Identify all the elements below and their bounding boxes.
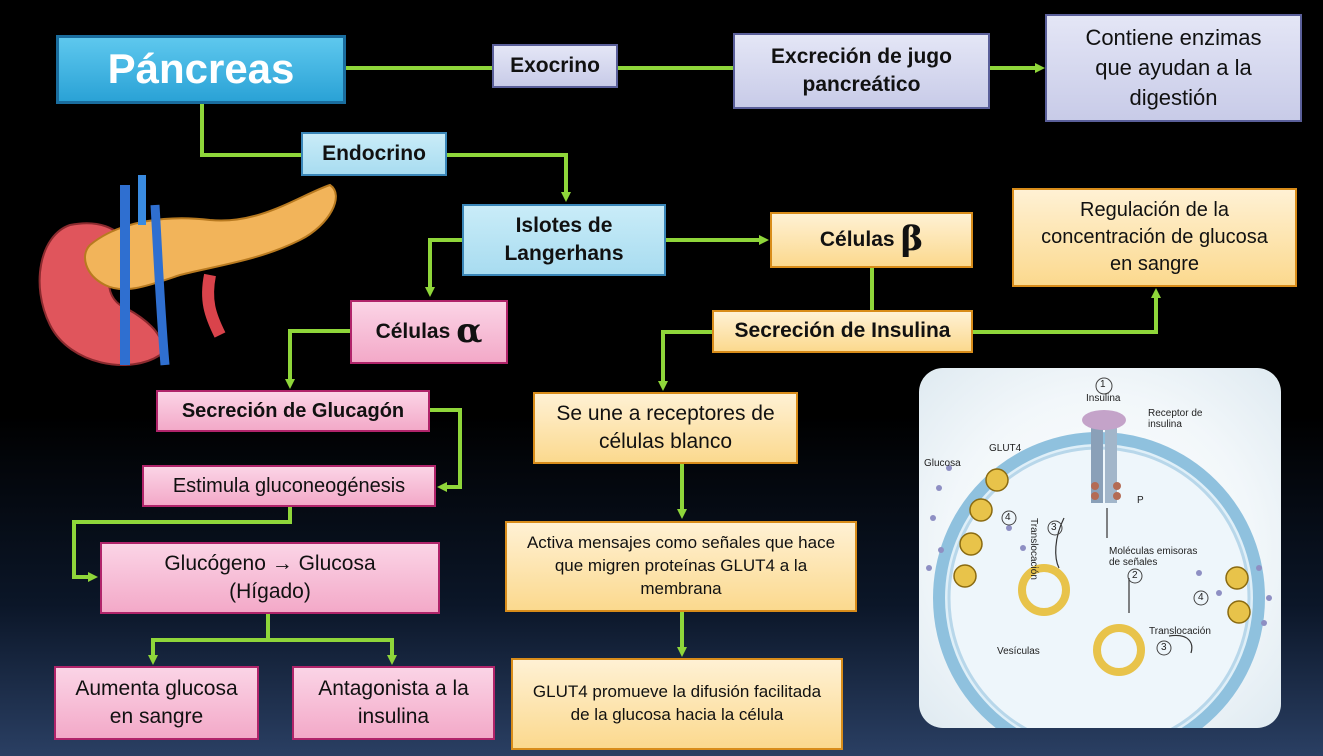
beta-cells-node: Células β — [770, 212, 973, 268]
enzymes-node: Contiene enzimas que ayudan a la digesti… — [1045, 14, 1302, 122]
fig-label-receptor: Receptor de insulina — [1148, 408, 1203, 430]
connector-pancreas-endocrino — [200, 104, 301, 157]
alpha-cells-node: Células α — [350, 300, 508, 364]
exocrine-node: Exocrino — [492, 44, 618, 88]
arrow-insulina-regulacion — [973, 288, 1161, 334]
glycogen-node: Glucógeno → Glucosa (Hígado) — [100, 542, 440, 614]
beta-cells-label: Células — [819, 227, 895, 251]
insulin-cell-figure: 1 Insulina Receptor de insulina GLUT4 Gl… — [919, 368, 1281, 728]
gluconeogenesis-node: Estimula gluconeogénesis — [142, 465, 436, 507]
cell-drawing — [926, 377, 1272, 728]
activates-node: Activa mensajes como señales que hace qu… — [505, 521, 857, 612]
fig-label-glucosa: Glucosa — [924, 458, 961, 469]
fig-label-vesiculas: Vesículas — [997, 646, 1040, 657]
fig-label-glut4: GLUT4 — [989, 443, 1022, 454]
arrow-glucogeno-aumenta — [148, 614, 270, 665]
fig-label-p: P — [1137, 495, 1144, 506]
fig-num-4a: 4 — [1005, 512, 1011, 523]
endocrine-node: Endocrino — [301, 132, 447, 176]
fig-label-translocacion-h: Translocación — [1149, 626, 1211, 637]
glycogen-line1: Glucógeno → Glucosa — [164, 551, 376, 575]
antagonist-node: Antagonista a la insulina — [292, 666, 495, 740]
fig-label-insulina: Insulina — [1086, 393, 1121, 404]
arrow-endocrino-islotes — [447, 153, 571, 202]
pancreas-title: Páncreas — [56, 35, 346, 104]
glycogen-line2: (Hígado) — [229, 580, 311, 603]
fig-num-3a: 3 — [1051, 522, 1057, 533]
fig-num-3b: 3 — [1161, 642, 1167, 653]
raises-glucose-node: Aumenta glucosa en sangre — [54, 666, 259, 740]
excretion-node: Excreción de jugo pancreático — [733, 33, 990, 109]
arrow-glucagon-gluconeogenesis — [430, 408, 462, 492]
arrow-glucogeno-antagonista — [268, 638, 397, 665]
glut4-diffusion-node: GLUT4 promueve la difusión facilitada de… — [511, 658, 843, 750]
islets-node: Islotes de Langerhans — [462, 204, 666, 276]
glucagon-secretion-node: Secreción de Glucagón — [156, 390, 430, 432]
insulin-secretion-node: Secreción de Insulina — [712, 310, 973, 353]
alpha-cells-label: Células — [375, 319, 451, 343]
fig-num-4b: 4 — [1198, 592, 1204, 603]
receptors-node: Se une a receptores de células blanco — [533, 392, 798, 464]
fig-num-2: 2 — [1132, 570, 1138, 581]
fig-num-1: 1 — [1100, 379, 1106, 390]
arrow-islotes-alpha — [425, 238, 462, 297]
alpha-symbol: α — [456, 311, 483, 352]
fig-label-moleculas: Moléculas emisoras de señales — [1109, 546, 1198, 568]
pancreas-illustration — [38, 175, 337, 366]
beta-symbol: β — [900, 219, 924, 260]
arrow-gluconeogenesis-glucogeno — [72, 505, 292, 582]
arrow-alpha-glucagon — [285, 329, 350, 389]
glucose-regulation-node: Regulación de la concentración de glucos… — [1012, 188, 1297, 287]
fig-label-translocacion-v: Translocación — [1028, 518, 1039, 580]
arrow-insulina-receptores — [658, 330, 712, 391]
